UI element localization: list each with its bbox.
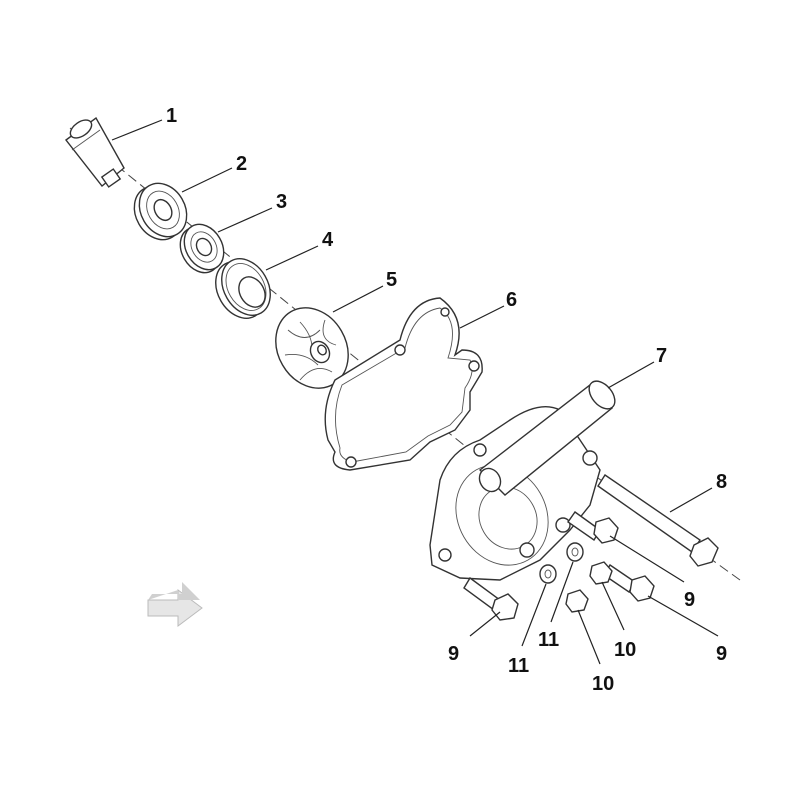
callout-7: 7 xyxy=(656,345,667,367)
leader-10a xyxy=(601,581,625,631)
callout-4: 4 xyxy=(322,229,334,251)
leader-3 xyxy=(217,207,273,233)
callout-3: 3 xyxy=(276,191,287,213)
leader-8 xyxy=(669,487,713,513)
part-gasket xyxy=(324,297,483,471)
leader-9b xyxy=(609,535,685,583)
part-pump-housing xyxy=(429,380,616,581)
part-washer-11-b xyxy=(566,542,584,562)
callout-5: 5 xyxy=(386,269,397,291)
callout-11-a: 11 xyxy=(508,655,529,677)
leader-5 xyxy=(332,285,384,313)
callout-11-b: 11 xyxy=(538,629,559,651)
callout-9-mid: 9 xyxy=(684,589,695,611)
leader-11a xyxy=(521,583,547,647)
callout-9-left: 9 xyxy=(448,643,459,665)
leader-9c xyxy=(647,595,719,637)
leader-9a xyxy=(469,611,501,637)
callout-2: 2 xyxy=(236,153,247,175)
leader-7 xyxy=(607,361,655,389)
front-direction-arrow-icon xyxy=(147,582,203,627)
part-plug-10-a xyxy=(589,561,613,585)
part-bolt-9-mid xyxy=(567,511,619,544)
part-plug-10-b xyxy=(565,589,589,613)
callout-10-a: 10 xyxy=(614,639,636,661)
leader-1 xyxy=(111,119,163,141)
part-seal xyxy=(179,223,225,274)
leader-10b xyxy=(577,609,601,665)
leader-6 xyxy=(459,305,505,329)
part-washer-11-b-hole xyxy=(571,547,579,557)
callout-9-right: 9 xyxy=(716,643,727,665)
part-washer-11-a-hole xyxy=(544,569,552,579)
part-bearing xyxy=(133,182,188,241)
leader-4 xyxy=(265,245,319,271)
part-washer-11-a xyxy=(539,564,557,584)
leader-2 xyxy=(181,167,233,193)
part-bolt-9-left xyxy=(463,576,519,621)
part-shaft xyxy=(65,116,125,188)
callout-10-b: 10 xyxy=(592,673,614,695)
callout-1: 1 xyxy=(166,105,177,127)
part-long-bolt xyxy=(597,474,719,567)
callout-6: 6 xyxy=(506,289,517,311)
leader-11b xyxy=(550,561,574,623)
callout-8: 8 xyxy=(716,471,727,493)
part-mechanical-seal xyxy=(215,258,271,319)
